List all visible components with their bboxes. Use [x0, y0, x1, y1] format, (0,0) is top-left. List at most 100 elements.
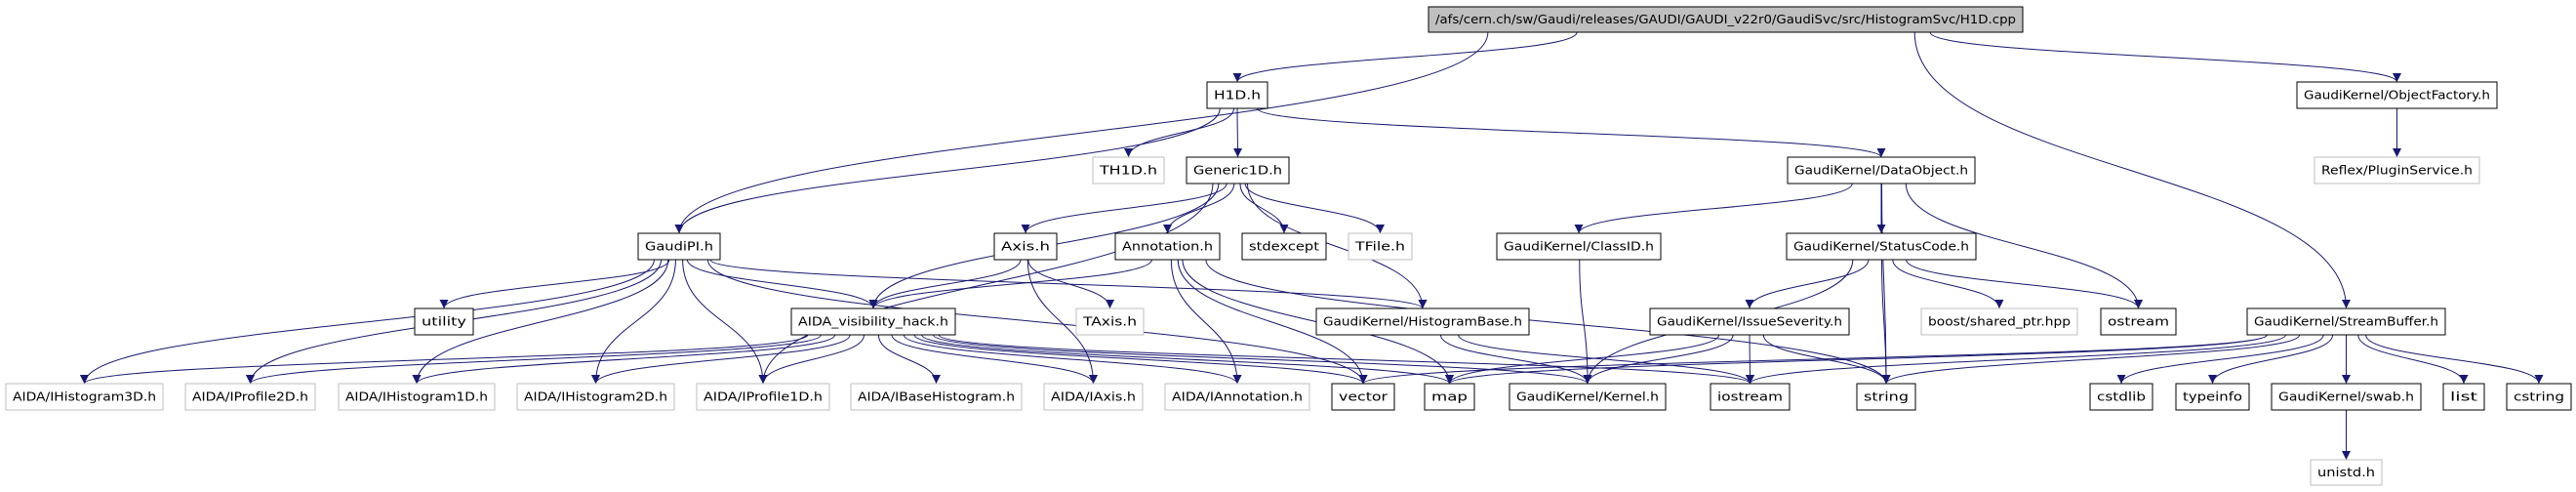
node-classid[interactable]: GaudiKernel/ClassID.h [1496, 232, 1662, 261]
node-box [1114, 232, 1221, 261]
edges-layer [80, 31, 2544, 460]
node-axis[interactable]: Axis.h [993, 232, 1058, 261]
node-streambuf[interactable]: GaudiKernel/StreamBuffer.h [2246, 308, 2446, 336]
node-label: AIDA/IHistogram3D.h [13, 390, 156, 404]
node-statuscode[interactable]: GaudiKernel/StatusCode.h [1786, 232, 1977, 261]
node-box [696, 383, 830, 411]
node-label: AIDA/IProfile2D.h [192, 390, 308, 404]
node-vector[interactable]: vector [1331, 383, 1395, 411]
node-label: AIDA/IProfile1D.h [704, 390, 823, 404]
node-label: GaudiPI.h [645, 240, 713, 254]
edge-classid-to-kernel [1579, 259, 1592, 385]
edge-streambuf-to-map [1445, 334, 2268, 385]
node-issuesev[interactable]: GaudiKernel/IssueSeverity.h [1649, 308, 1850, 336]
node-swab[interactable]: GaudiKernel/swab.h [2271, 383, 2422, 411]
node-label: Annotation.h [1122, 240, 1213, 254]
node-box [338, 383, 496, 411]
node-iannot: AIDA/IAnnotation.h [1164, 383, 1310, 411]
node-ih3d: AIDA/IHistogram3D.h [5, 383, 164, 411]
edge-dataobject-to-classid [1574, 183, 1853, 234]
edge-streambuf-to-cstdlib [2116, 334, 2324, 385]
node-generic1d[interactable]: Generic1D.h [1186, 156, 1290, 184]
node-label: TAxis.h [1082, 315, 1137, 329]
edge-annotation-to-iannot [1170, 259, 1242, 385]
node-h1d[interactable]: H1D.h [1206, 81, 1268, 109]
node-ibase: AIDA/IBaseHistogram.h [850, 383, 1023, 411]
node-box [1331, 383, 1395, 411]
node-ostream[interactable]: ostream [2100, 308, 2177, 336]
node-box [1186, 156, 1290, 184]
node-label: TFile.h [1354, 240, 1405, 254]
node-map[interactable]: map [1424, 383, 1475, 411]
node-box [1509, 383, 1667, 411]
node-taxis: TAxis.h [1075, 308, 1145, 336]
node-aidavis[interactable]: AIDA_visibility_hack.h [790, 308, 956, 336]
node-label: vector [1339, 390, 1388, 404]
edge-root-to-objfactory [1929, 31, 2401, 83]
edge-streambuf-to-iostream [1746, 334, 2286, 385]
node-label: TH1D.h [1099, 164, 1157, 178]
node-box [1496, 232, 1662, 261]
node-box [1164, 383, 1310, 411]
node-box [2089, 383, 2153, 411]
node-box [2271, 383, 2422, 411]
edge-histbase-to-kernel [1439, 334, 1592, 385]
edge-annotation-to-aidavis [868, 259, 1152, 309]
node-annotation[interactable]: Annotation.h [1114, 232, 1221, 261]
node-cstdlib[interactable]: cstdlib [2089, 383, 2153, 411]
node-ih2d: AIDA/IHistogram2D.h [516, 383, 675, 411]
edge-axis-to-aidavis [868, 259, 1022, 309]
node-label: GaudiKernel/StatusCode.h [1793, 240, 1969, 254]
edge-aidavis-to-ibase [877, 334, 941, 385]
node-list[interactable]: list [2442, 383, 2485, 411]
node-root[interactable]: /afs/cern.ch/sw/Gaudi/releases/GAUDI/GAU… [1428, 6, 2024, 33]
node-label: AIDA/IAnnotation.h [1172, 390, 1303, 404]
node-iaxis: AIDA/IAxis.h [1043, 383, 1144, 411]
node-gaudipi[interactable]: GaudiPI.h [637, 232, 721, 261]
node-cstring[interactable]: cstring [2506, 383, 2572, 411]
node-typeinfo[interactable]: typeinfo [2175, 383, 2250, 411]
node-dataobject[interactable]: GaudiKernel/DataObject.h [1787, 156, 1976, 184]
edge-axis-to-taxis [1027, 259, 1114, 309]
node-box [1075, 308, 1145, 336]
node-kernel[interactable]: GaudiKernel/Kernel.h [1509, 383, 1667, 411]
node-box [1856, 383, 1916, 411]
edge-streambuf-to-vector [1358, 334, 2268, 385]
edge-generic1d-to-annotation [1163, 183, 1235, 234]
node-label: GaudiKernel/swab.h [2278, 390, 2414, 404]
node-box [1428, 6, 2024, 33]
edge-generic1d-to-stdexcept [1239, 183, 1289, 234]
node-label: GaudiKernel/StreamBuffer.h [2254, 315, 2438, 329]
node-label: boost/shared_ptr.hpp [1928, 315, 2071, 329]
edge-generic1d-to-axis [1021, 183, 1228, 234]
node-box [1649, 308, 1850, 336]
node-stdexcept[interactable]: stdexcept [1241, 232, 1327, 261]
node-iostream[interactable]: iostream [1710, 383, 1791, 411]
node-box [1424, 383, 1475, 411]
node-box [516, 383, 675, 411]
edge-issuesev-to-kernel [1583, 334, 1734, 385]
node-utility[interactable]: utility [414, 308, 474, 336]
node-label: GaudiKernel/Kernel.h [1516, 390, 1659, 404]
node-label: ostream [2108, 315, 2169, 329]
node-string[interactable]: string [1856, 383, 1916, 411]
edge-gaudipi-to-ip1d [682, 259, 768, 385]
node-label: GaudiKernel/HistogramBase.h [1323, 315, 1522, 329]
node-label: Generic1D.h [1193, 164, 1282, 178]
node-ip1d: AIDA/IProfile1D.h [696, 383, 830, 411]
edge-gaudipi-to-vector [706, 259, 1368, 385]
node-label: iostream [1717, 390, 1783, 404]
node-box [1786, 232, 1977, 261]
edge-axis-to-iaxis [1026, 259, 1098, 385]
node-box [1315, 308, 1530, 336]
node-objfactory[interactable]: GaudiKernel/ObjectFactory.h [2296, 81, 2498, 109]
node-label: AIDA/IAxis.h [1051, 390, 1136, 404]
edge-streambuf-to-typeinfo [2208, 334, 2334, 385]
node-label: GaudiKernel/IssueSeverity.h [1657, 315, 1842, 329]
node-unistd: unistd.h [2310, 459, 2383, 486]
edge-aidavis-to-vector [913, 334, 1368, 385]
edge-gaudipi-to-aidavis [686, 259, 878, 309]
node-box [5, 383, 164, 411]
node-histbase[interactable]: GaudiKernel/HistogramBase.h [1315, 308, 1530, 336]
